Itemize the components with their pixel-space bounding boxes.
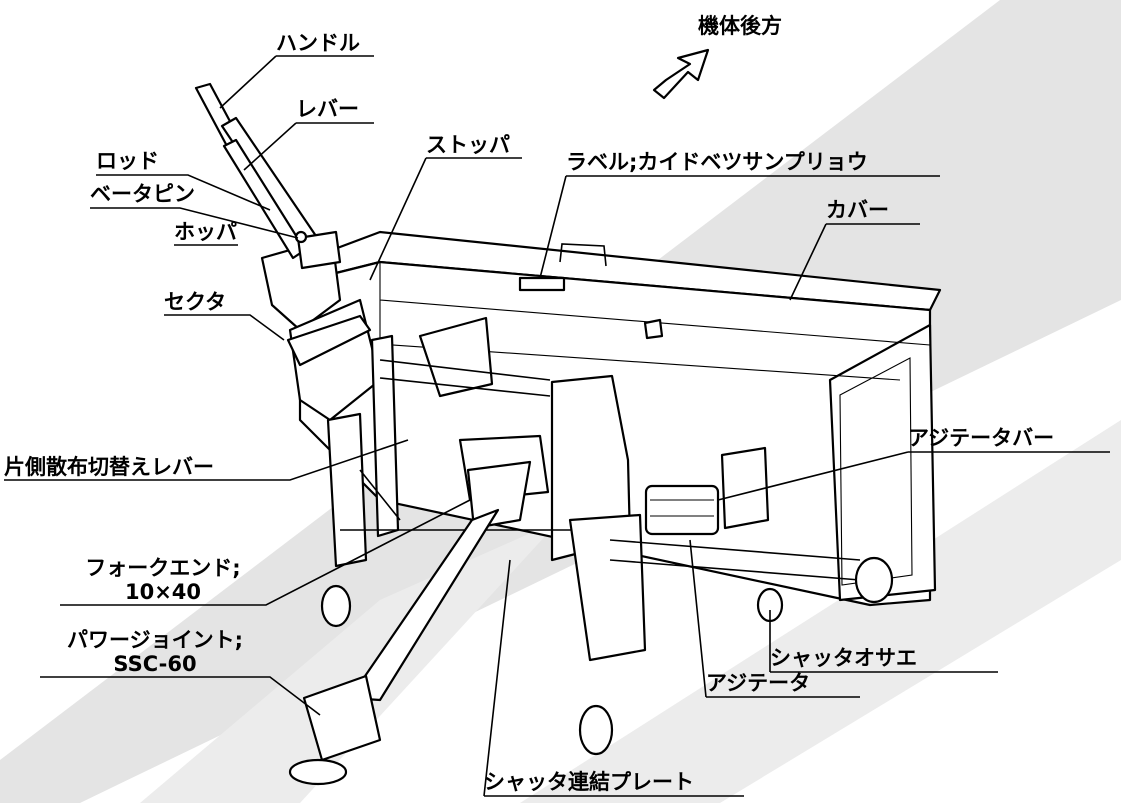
caution-label-label: ラベル;カイドベツサンプリョウ	[566, 150, 868, 174]
power-joint	[288, 434, 550, 786]
lever-label: レバー	[296, 97, 359, 121]
cover-label: カバー	[826, 198, 889, 222]
casters	[320, 584, 784, 756]
power-joint-label: パワージョイント; SSC-60	[40, 628, 270, 676]
shutter-holder-label: シャッタオサエ	[770, 646, 917, 670]
three-point-frame	[326, 316, 632, 568]
direction-rear-label: 機体後方	[698, 14, 782, 38]
agitator-unit	[644, 484, 720, 536]
sector-label: セクタ	[164, 290, 227, 314]
leader-lines	[4, 55, 1110, 797]
agitator-bar-label: アジテータバー	[908, 426, 1055, 450]
beta-pin-label: ベータピン	[90, 182, 195, 206]
inspection-window	[720, 446, 770, 530]
stopper-label: ストッパ	[426, 133, 510, 157]
fork-end-label: フォークエンド; 10×40	[60, 556, 266, 604]
caution-label-plate	[518, 276, 566, 292]
rear-direction-arrow-icon	[652, 48, 710, 100]
one-side-lever-label: 片側散布切替えレバー	[4, 455, 214, 479]
fork-end-label-line1: フォークエンド;	[85, 556, 241, 580]
handle-label: ハンドル	[276, 31, 360, 55]
latch	[643, 318, 664, 340]
carry-handle	[559, 243, 607, 267]
outlet-frame	[568, 513, 894, 662]
power-joint-label-line1: パワージョイント;	[67, 628, 243, 652]
fork-end-label-line2: 10×40	[124, 580, 202, 604]
hopper-label: ホッパ	[174, 220, 237, 244]
shutter-plate-label: シャッタ連結プレート	[484, 770, 694, 794]
agitator-label: アジテータ	[706, 671, 811, 695]
rod-label: ロッド	[96, 149, 159, 173]
power-joint-label-line2: SSC-60	[113, 652, 197, 676]
